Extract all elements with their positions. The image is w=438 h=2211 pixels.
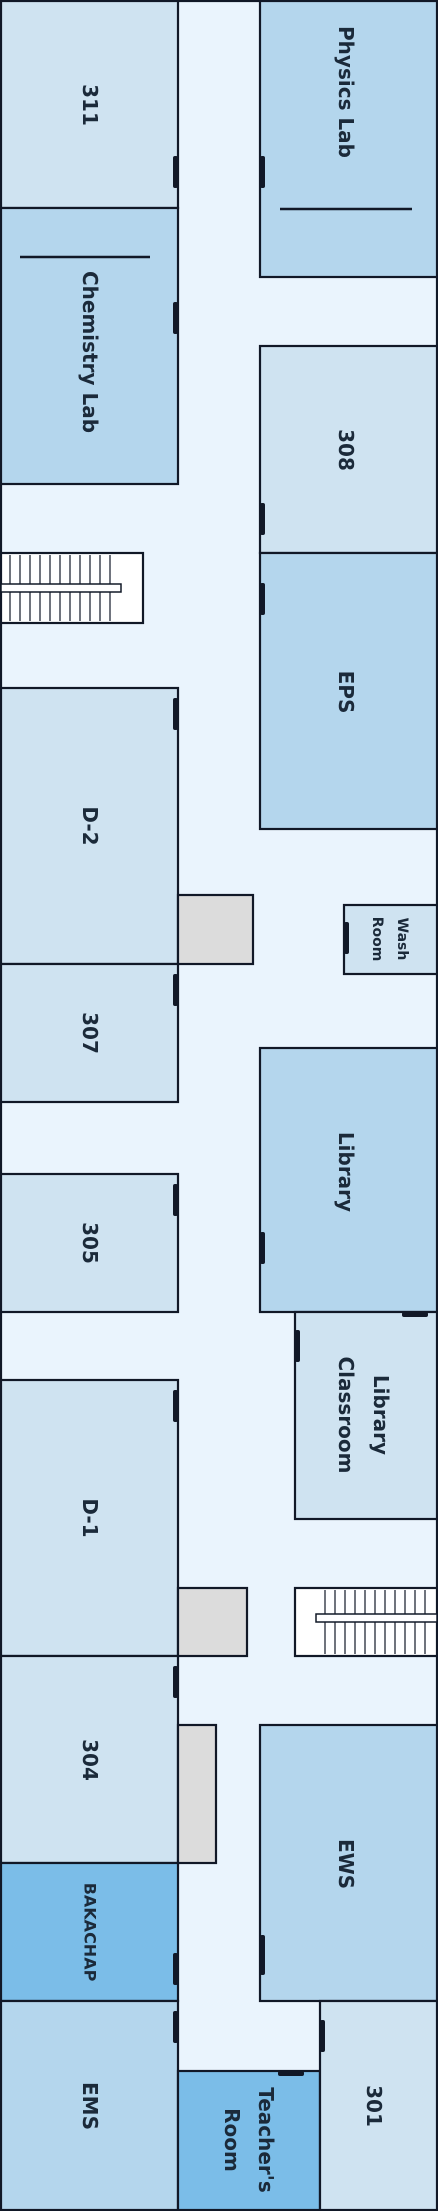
door-marker[interactable] <box>173 1666 178 1698</box>
room-bakachap[interactable]: BAKACHAP <box>0 1861 180 2003</box>
chemistry-lab-label: Chemistry Lab <box>78 271 102 433</box>
room-305[interactable]: 305 <box>0 1172 180 1314</box>
library-label: Library <box>334 1132 358 1212</box>
door-marker[interactable] <box>344 922 349 954</box>
door-marker[interactable] <box>260 583 265 615</box>
room-teachers-room[interactable]: Teacher's Room <box>176 2069 322 2211</box>
doors <box>173 156 428 2076</box>
room-library[interactable]: Library <box>258 1046 438 1314</box>
teachers-room-label-line2: Room <box>220 2108 244 2172</box>
door-marker[interactable] <box>173 1390 178 1422</box>
door-marker[interactable] <box>173 156 178 188</box>
door-marker[interactable] <box>173 974 178 1006</box>
stairs-lower[interactable] <box>293 1586 438 1658</box>
library-classroom-label-line1: Library <box>369 1375 393 1455</box>
door-marker[interactable] <box>320 2020 325 2052</box>
door-marker[interactable] <box>260 1935 265 1975</box>
room-library-classroom[interactable]: Library Classroom <box>293 1310 438 1521</box>
room-304-label: 304 <box>78 1739 102 1781</box>
wash-room-label-line2: Room <box>369 917 385 962</box>
stairs-upper[interactable] <box>0 551 145 625</box>
room-ews[interactable]: EWS <box>258 1723 438 2003</box>
room-305-label: 305 <box>78 1222 102 1264</box>
room-308[interactable]: 308 <box>258 344 438 555</box>
room-wash-room[interactable]: Wash Room <box>342 903 438 976</box>
room-304[interactable]: 304 <box>0 1654 180 1865</box>
d-1-label: D-1 <box>78 1498 102 1537</box>
stair-rail <box>315 1613 438 1623</box>
door-marker[interactable] <box>173 1953 178 1985</box>
teachers-room-label-line1: Teacher's <box>254 2087 278 2193</box>
ews-label: EWS <box>334 1839 358 1889</box>
room-ems[interactable]: EMS <box>0 1999 180 2211</box>
eps-label: EPS <box>334 671 358 714</box>
room-eps[interactable]: EPS <box>258 551 438 831</box>
door-marker[interactable] <box>260 156 265 188</box>
door-marker[interactable] <box>173 2011 178 2043</box>
door-marker[interactable] <box>173 698 178 730</box>
room-301-label: 301 <box>362 2085 386 2127</box>
wash-room-label-line1: Wash <box>394 918 410 961</box>
door-marker[interactable] <box>173 302 178 334</box>
room-physics-lab[interactable]: Physics Lab <box>258 0 438 279</box>
door-marker[interactable] <box>278 2071 304 2076</box>
room-307[interactable]: 307 <box>0 962 180 1104</box>
door-marker[interactable] <box>173 1184 178 1216</box>
door-marker[interactable] <box>260 1232 265 1264</box>
stair-rail <box>0 583 122 593</box>
door-marker[interactable] <box>295 1330 300 1362</box>
door-marker[interactable] <box>260 503 265 535</box>
room-311-label: 311 <box>78 84 102 126</box>
door-marker[interactable] <box>402 1312 428 1317</box>
service-block-lower <box>176 1723 218 1865</box>
room-301[interactable]: 301 <box>318 1999 438 2211</box>
service-block-upper <box>176 893 255 966</box>
room-308-label: 308 <box>334 429 358 471</box>
room-d-2[interactable]: D-2 <box>0 686 180 966</box>
d-2-label: D-2 <box>78 806 102 845</box>
room-307-label: 307 <box>78 1012 102 1054</box>
ems-label: EMS <box>78 2082 102 2130</box>
room-chemistry-lab[interactable]: Chemistry Lab <box>0 206 180 486</box>
library-classroom-label-line2: Classroom <box>334 1356 358 1473</box>
physics-lab-label: Physics Lab <box>334 26 358 158</box>
service-block-middle <box>176 1586 249 1658</box>
bakachap-label: BAKACHAP <box>81 1883 100 1982</box>
room-311[interactable]: 311 <box>0 0 180 210</box>
room-d-1[interactable]: D-1 <box>0 1378 180 1658</box>
